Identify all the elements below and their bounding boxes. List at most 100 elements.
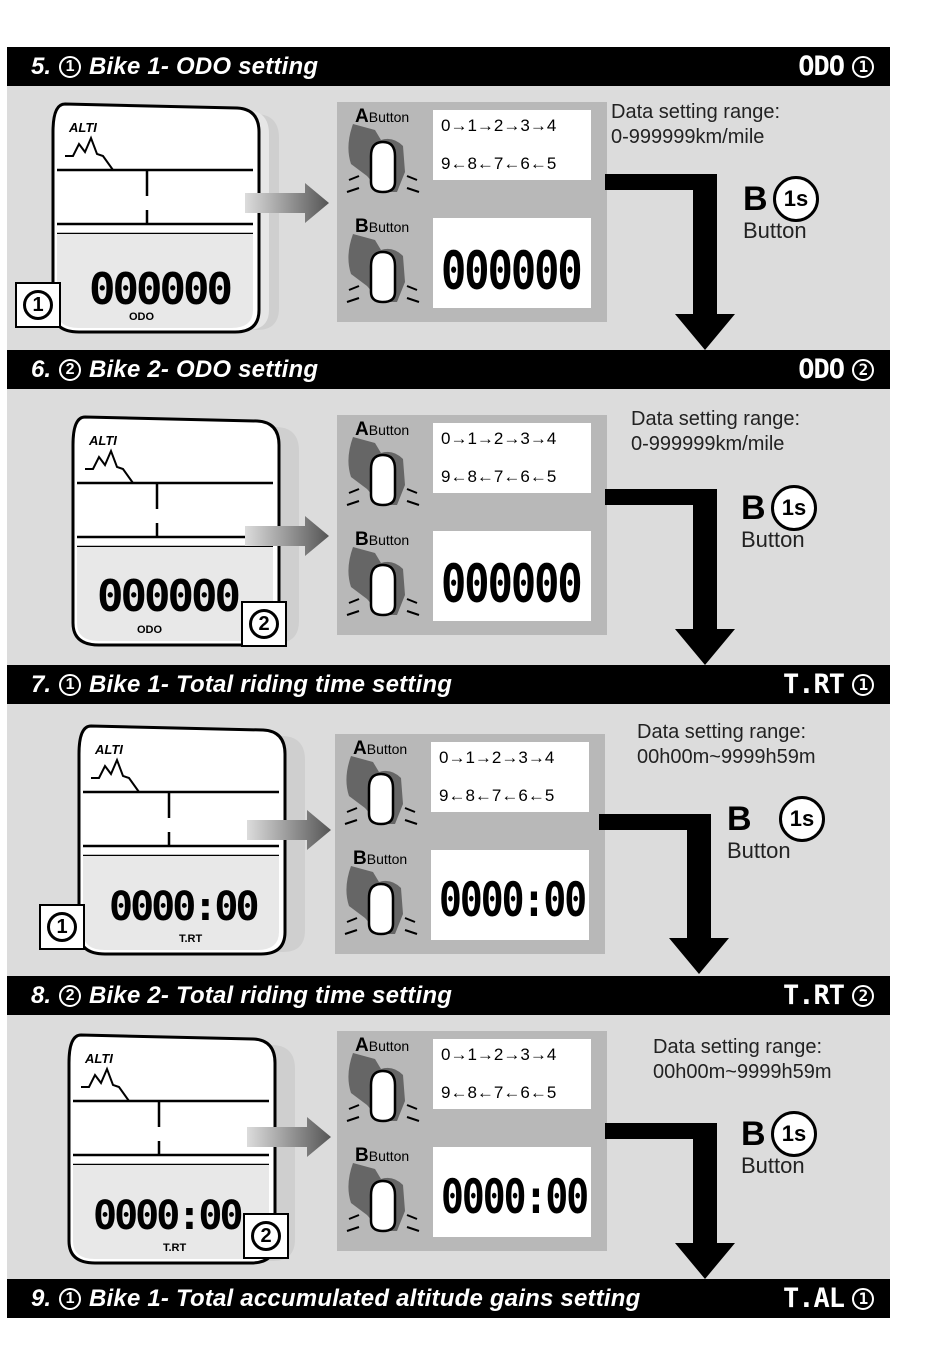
button-b-row: BButton 0000:00	[337, 1141, 607, 1239]
button-instructions: AButton 0→1→2→3→4 9←8←7←6←5 BButton 0000…	[337, 1031, 607, 1251]
clock-icon: 1s	[771, 485, 817, 531]
bike-1-icon: 1	[39, 904, 85, 950]
finger-press-icon	[346, 234, 420, 304]
bike-badge: 1	[59, 1287, 82, 1310]
device-mode-label: T.RT	[163, 1242, 187, 1254]
button-a-row: AButton 0→1→2→3→4 9←8←7←6←5	[335, 734, 605, 832]
arrow-down-icon	[605, 174, 735, 350]
panel-trt-bike1: ALTI 0000:00 T.RT 1 AButton 0→1→2→3→4 9←…	[7, 704, 890, 976]
section-number: 8.	[31, 981, 52, 1009]
clock-icon: 1s	[779, 796, 825, 842]
lcd-preview: 0000:00	[433, 1147, 591, 1237]
section-title: Bike 1- Total riding time setting	[89, 670, 453, 698]
bike-1-icon: 1	[15, 282, 61, 328]
cyclocomputer-illustration: ALTI 000000 ODO	[51, 102, 279, 334]
finger-press-icon	[346, 1163, 420, 1233]
panel-odo-bike2: ALTI 000000 ODO 2 AButton 0→1→2→3→4 9←8←…	[7, 389, 890, 665]
button-a-label: AButton	[355, 1035, 410, 1056]
button-b-label: BButton	[355, 1145, 410, 1166]
button-b-row: BButton 0000:00	[335, 844, 605, 942]
b-button-hold: B 1s Button	[743, 176, 863, 246]
section-title: Bike 2- Total riding time setting	[89, 981, 453, 1009]
b-button-hold: B 1s Button	[741, 485, 861, 555]
button-instructions: AButton 0→1→2→3→4 9←8←7←6←5 BButton 0000…	[337, 415, 607, 635]
button-b-row: BButton 000000	[337, 525, 607, 623]
section-header-7: 7. 1 Bike 1- Total riding time setting T…	[7, 665, 890, 704]
button-a-row: AButton 0→1→2→3→4 9←8←7←6←5	[337, 102, 607, 200]
section-number: 6.	[31, 355, 52, 383]
bike-badge: 1	[59, 55, 82, 78]
section-title: Bike 1- ODO setting	[89, 52, 319, 80]
section-header-8: 8. 2 Bike 2- Total riding time setting T…	[7, 976, 890, 1015]
device-mode-label: T.RT	[179, 933, 203, 945]
arrow-down-icon	[605, 489, 735, 665]
device-digits: 000000	[89, 264, 230, 315]
brand-logo: ALTI	[68, 120, 97, 135]
section-number: 9.	[31, 1284, 52, 1312]
device-digits: 0000:00	[109, 884, 257, 930]
arrow-down-icon	[599, 814, 729, 974]
button-a-row: AButton 0→1→2→3→4 9←8←7←6←5	[337, 415, 607, 513]
panel-odo-bike1: ALTI 000000 ODO 1 AButton 0→1→2→3→4 9←8←…	[7, 86, 890, 350]
b-button-hold: B 1s Button	[741, 1111, 861, 1181]
button-b-label: BButton	[355, 529, 410, 550]
button-b-row: BButton 000000	[337, 212, 607, 310]
bike-2-icon: 2	[243, 1213, 289, 1259]
button-a-label: AButton	[355, 106, 410, 127]
finger-press-icon	[346, 547, 420, 617]
panel-trt-bike2: ALTI 0000:00 T.RT 2 AButton 0→1→2→3→4 9←…	[7, 1015, 890, 1279]
data-range: Data setting range: 00h00m~9999h59m	[653, 1036, 832, 1083]
brand-logo: ALTI	[88, 433, 117, 448]
finger-press-icon	[346, 1053, 420, 1123]
data-range: Data setting range: 00h00m~9999h59m	[637, 721, 816, 768]
arrow-right-icon	[245, 183, 329, 223]
button-b-label: BButton	[355, 216, 410, 237]
finger-press-icon	[344, 866, 418, 936]
bike-2-icon: 2	[241, 601, 287, 647]
button-instructions: AButton 0→1→2→3→4 9←8←7←6←5 BButton 0000…	[337, 102, 607, 322]
device-digits: 0000:00	[93, 1193, 241, 1239]
section-title: Bike 1- Total accumulated altitude gains…	[89, 1284, 641, 1312]
data-range: Data setting range: 0-999999km/mile	[611, 101, 780, 148]
button-a-row: AButton 0→1→2→3→4 9←8←7←6←5	[337, 1031, 607, 1129]
cyclocomputer-illustration: ALTI 0000:00 T.RT	[77, 724, 305, 956]
cyclocomputer-illustration: ALTI 000000 ODO	[71, 415, 299, 647]
digit-sequence: 0→1→2→3→4 9←8←7←6←5	[431, 742, 589, 812]
brand-logo: ALTI	[84, 1051, 113, 1066]
b-button-hold: B 1s Button	[727, 796, 847, 866]
bike-badge: 2	[59, 984, 82, 1007]
lcd-preview: 000000	[433, 218, 591, 308]
lcd-preview: 0000:00	[431, 850, 589, 940]
button-instructions: AButton 0→1→2→3→4 9←8←7←6←5 BButton 0000…	[335, 734, 605, 954]
finger-press-icon	[344, 756, 418, 826]
section-number: 5.	[31, 52, 52, 80]
finger-press-icon	[346, 437, 420, 507]
section-header-9: 9. 1 Bike 1- Total accumulated altitude …	[7, 1279, 890, 1318]
button-b-label: BButton	[353, 848, 408, 869]
clock-icon: 1s	[773, 176, 819, 222]
device-mode-label: ODO	[129, 311, 155, 323]
button-a-label: AButton	[353, 738, 408, 759]
bike-badge: 1	[59, 673, 82, 696]
arrow-right-icon	[247, 1117, 331, 1157]
digit-sequence: 0→1→2→3→4 9←8←7←6←5	[433, 110, 591, 180]
finger-press-icon	[346, 124, 420, 194]
section-title: Bike 2- ODO setting	[89, 355, 319, 383]
arrow-right-icon	[245, 516, 329, 556]
digit-sequence: 0→1→2→3→4 9←8←7←6←5	[433, 423, 591, 493]
cyclocomputer-illustration: ALTI 0000:00 T.RT	[67, 1033, 295, 1265]
device-digits: 000000	[97, 571, 238, 622]
device-mode-label: ODO	[137, 624, 163, 636]
arrow-right-icon	[247, 810, 331, 850]
section-number: 7.	[31, 670, 52, 698]
arrow-down-icon	[605, 1123, 735, 1279]
digit-sequence: 0→1→2→3→4 9←8←7←6←5	[433, 1039, 591, 1109]
